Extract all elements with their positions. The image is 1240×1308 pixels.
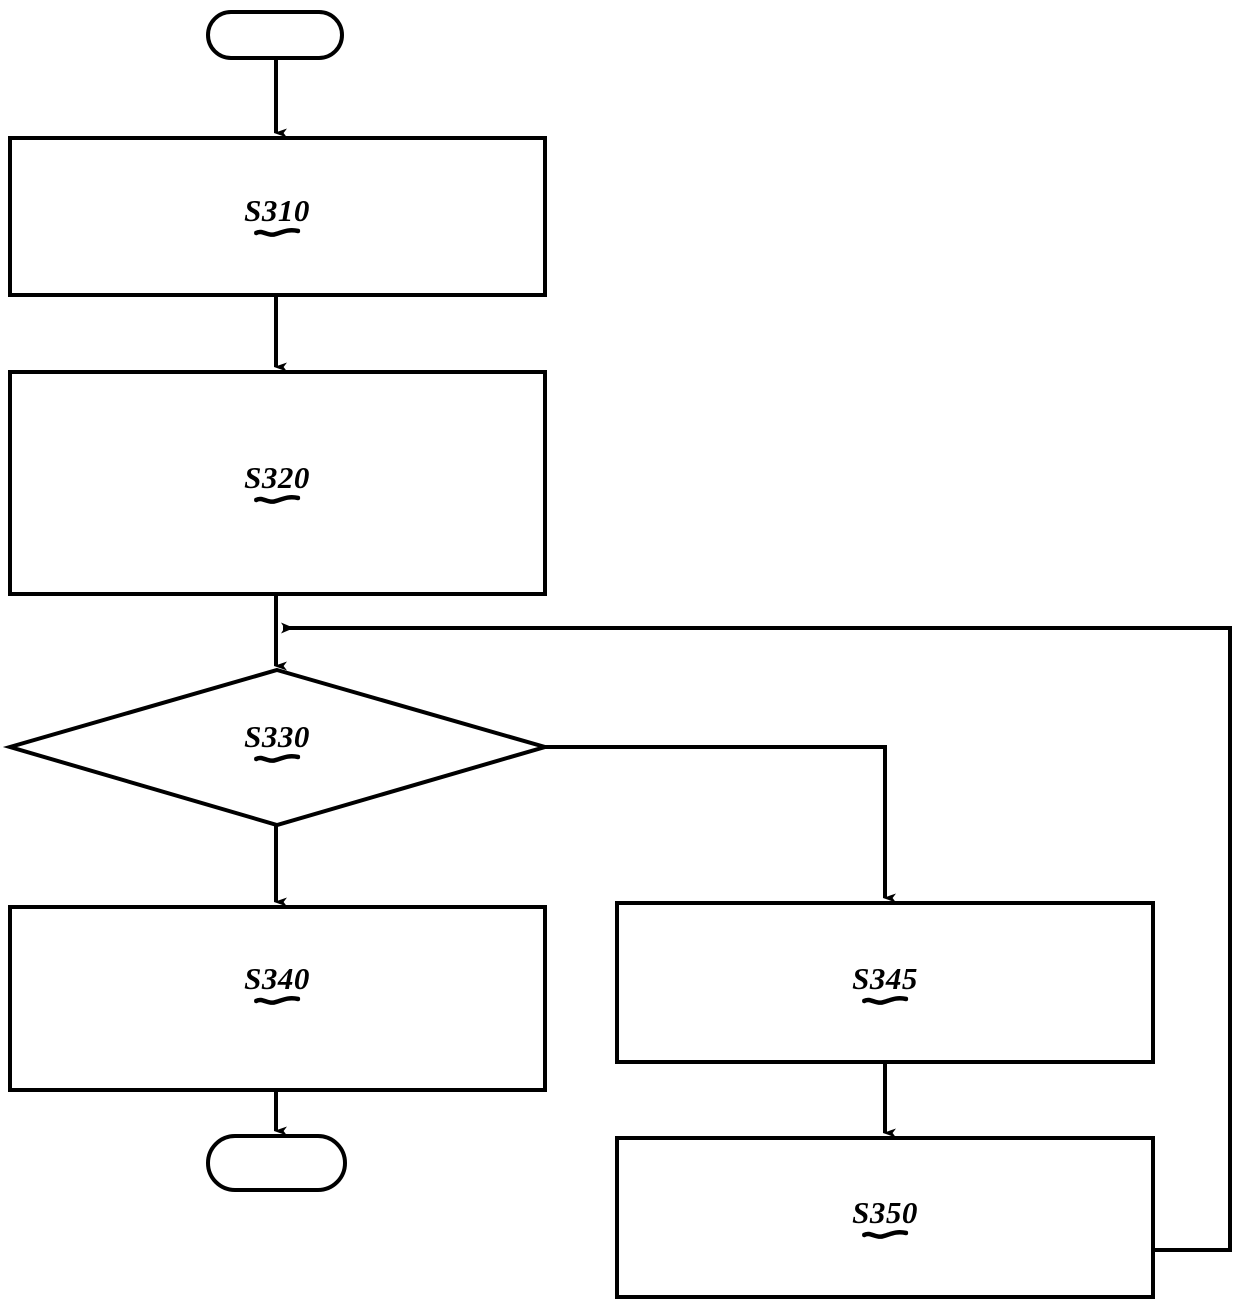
node-s340-label-text: S340 bbox=[244, 961, 310, 996]
squiggle-underline-icon bbox=[254, 228, 300, 237]
node-s350-label-text: S350 bbox=[852, 1195, 918, 1230]
squiggle-underline-icon bbox=[254, 754, 300, 763]
node-s310-label: S310 bbox=[244, 195, 310, 237]
node-s345-label: S345 bbox=[852, 963, 918, 1005]
node-s320-box bbox=[8, 370, 547, 596]
squiggle-underline-icon bbox=[254, 996, 300, 1005]
node-s345-label-text: S345 bbox=[852, 961, 918, 996]
squiggle-underline-icon bbox=[254, 495, 300, 504]
node-s330-label-text: S330 bbox=[244, 719, 310, 754]
node-s350-box bbox=[615, 1136, 1155, 1299]
node-s320-label: S320 bbox=[244, 462, 310, 504]
node-s340-label: S340 bbox=[244, 963, 310, 1005]
squiggle-underline-icon bbox=[862, 996, 908, 1005]
node-s340-box bbox=[8, 905, 547, 1092]
edge-s330-to-s345 bbox=[545, 745, 896, 903]
node-end-terminator bbox=[206, 1134, 347, 1192]
node-s310-box bbox=[8, 136, 547, 297]
node-s310-label-text: S310 bbox=[244, 193, 310, 228]
node-s350-label: S350 bbox=[852, 1197, 918, 1239]
squiggle-underline-icon bbox=[862, 1230, 908, 1239]
node-s320-label-text: S320 bbox=[244, 460, 310, 495]
edge-s350-to-s330-feedback bbox=[281, 622, 1232, 1252]
node-s345-box bbox=[615, 901, 1155, 1064]
node-s330-label: S330 bbox=[244, 721, 310, 763]
node-start-terminator bbox=[206, 10, 344, 60]
